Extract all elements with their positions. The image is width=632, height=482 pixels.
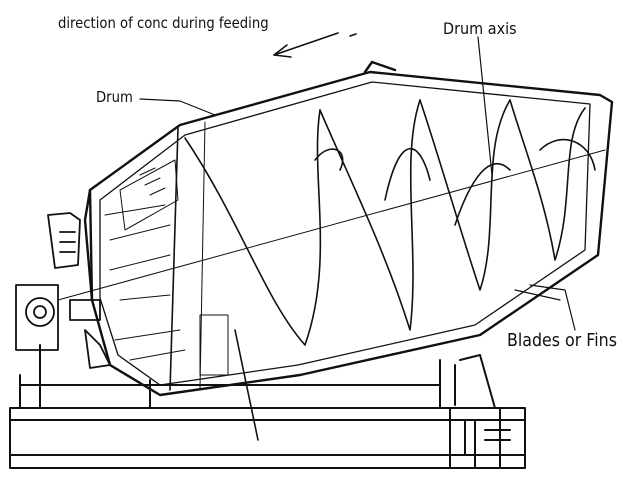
- stand-leg: [234, 329, 259, 441]
- direction-arrow-icon: [273, 32, 357, 58]
- base-frame: [9, 344, 526, 469]
- drum-axis-line: [57, 149, 606, 301]
- blades-label: Blades or Fins: [507, 330, 617, 351]
- drum-shell: [83, 60, 614, 397]
- drum-axis-label: Drum axis: [443, 19, 517, 38]
- drum-opening: [104, 159, 229, 376]
- direction-label: direction of conc during feeding: [58, 14, 269, 32]
- drum-label: Drum: [96, 88, 133, 106]
- label-leaders: [139, 36, 576, 331]
- blades-or-fins: [184, 99, 596, 346]
- motor-housing: [15, 212, 111, 369]
